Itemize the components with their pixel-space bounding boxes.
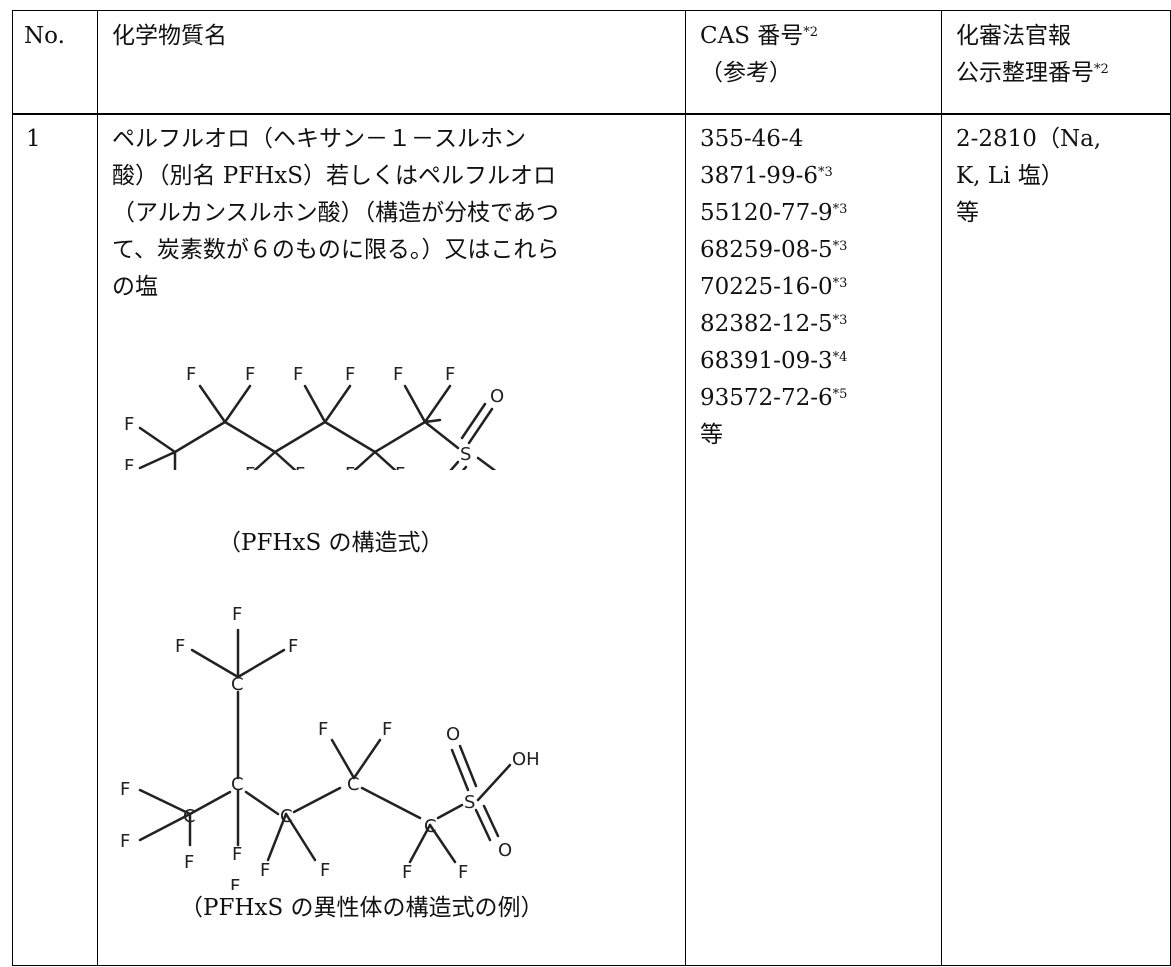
atom-label: F [458, 862, 468, 883]
header-no: No. [24, 23, 65, 49]
atom-label: F [124, 456, 134, 470]
atom-label: C [183, 806, 196, 827]
cas-number: 55120-77-9*3 [700, 200, 848, 226]
atom-label: O [490, 386, 504, 407]
atom-label: F [230, 876, 240, 890]
header-gazette: 化審法官報 公示整理番号*2 [956, 18, 1109, 92]
atom-label: F [124, 414, 134, 435]
atom-label: F [293, 364, 303, 385]
atom-label: F [245, 364, 255, 385]
atom-label: C [347, 774, 360, 795]
atom-label: F [232, 604, 242, 625]
cas-number-list: 355-46-4 3871-99-6*3 55120-77-9*3 68259-… [700, 121, 847, 454]
pfhxs-structure: F F F F F F F F F F F F F O S O OH [124, 364, 504, 470]
atom-label: F [393, 364, 403, 385]
atom-label: S [464, 792, 475, 813]
substance-name: ペルフルオロ（ヘキサン－１－スルホン 酸）（別名 PFHxS）若しくはペルフルオ… [112, 121, 559, 306]
row-no: 1 [26, 126, 41, 152]
table-border-bottom [12, 965, 1171, 966]
name-line: （アルカンスルホン酸）（構造が分枝であつ [112, 200, 559, 226]
atom-label: F [382, 719, 392, 740]
atom-label: S [460, 444, 471, 465]
atom-label: F [445, 364, 455, 385]
atom-label: F [318, 719, 328, 740]
header-divider [12, 113, 1171, 115]
isomer-atom-labels: F F F C F F O OH F C C C S F C C O F F F… [120, 604, 540, 890]
header-cas-label: CAS 番号 [700, 23, 804, 49]
atom-label: F [288, 636, 298, 657]
header-gazette-note: *2 [1094, 62, 1109, 77]
atom-label: F [395, 464, 405, 470]
atom-label: C [424, 816, 437, 837]
gazette-number: 2-2810（Na, K, Li 塩） 等 [956, 121, 1101, 232]
header-cas-note: *2 [803, 25, 819, 40]
atom-label: F [232, 844, 242, 865]
atom-label: F [245, 464, 255, 470]
cas-number: 93572-72-6*5 [700, 385, 848, 411]
atom-label: F [260, 860, 270, 881]
atom-label: F [295, 464, 305, 470]
atom-label: O [446, 724, 460, 745]
atom-label: F [120, 779, 130, 800]
cas-etc: 等 [700, 422, 723, 448]
atom-label: F [184, 852, 194, 873]
atom-label: C [280, 806, 293, 827]
atom-label: C [231, 674, 244, 695]
name-line: の塩 [112, 274, 158, 300]
header-name: 化学物質名 [112, 23, 227, 49]
name-line: 酸）（別名 PFHxS）若しくはペルフルオロ [112, 163, 557, 189]
header-gazette-line2: 公示整理番号 [956, 60, 1094, 86]
header-cas-ref: （参考） [700, 60, 792, 86]
cas-number: 68259-08-5*3 [700, 237, 848, 263]
pfhxs-atom-labels: F F F F F F F F F F F F F O S O OH [124, 364, 504, 470]
atom-label: F [345, 364, 355, 385]
table-border-top [12, 10, 1171, 11]
header-cas: CAS 番号*2 （参考） [700, 18, 818, 92]
gazette-line: K, Li 塩） [956, 163, 1064, 189]
cas-number: 355-46-4 [700, 126, 804, 152]
column-line-3 [941, 10, 942, 966]
name-line: ペルフルオロ（ヘキサン－１－スルホン [112, 126, 526, 152]
header-gazette-line1: 化審法官報 [956, 23, 1071, 49]
atom-label: F [120, 831, 130, 852]
atom-label: F [186, 364, 196, 385]
column-line-2 [685, 10, 686, 966]
name-line: て、炭素数が６のものに限る。）又はこれら [112, 237, 560, 263]
cas-number: 3871-99-6*3 [700, 163, 833, 189]
atom-label: F [320, 860, 330, 881]
pfhxs-caption: （PFHxS の構造式） [218, 530, 444, 556]
column-line-1 [97, 10, 98, 966]
pfhxs-isomer-structure: F F F C F F O OH F C C C S F C C O F F F… [120, 604, 540, 890]
gazette-line: 等 [956, 200, 979, 226]
atom-label: C [231, 774, 244, 795]
cas-number: 70225-16-0*3 [700, 274, 848, 300]
cas-number: 82382-12-5*3 [700, 311, 848, 337]
isomer-caption: （PFHxS の異性体の構造式の例） [180, 895, 544, 921]
atom-label: O [498, 840, 512, 861]
cas-number: 68391-09-3*4 [700, 348, 848, 374]
column-line-left [12, 10, 13, 966]
atom-label: OH [512, 749, 540, 770]
atom-label: F [402, 862, 412, 883]
atom-label: F [345, 464, 355, 470]
atom-label: F [175, 636, 185, 657]
gazette-line: 2-2810（Na, [956, 126, 1102, 152]
